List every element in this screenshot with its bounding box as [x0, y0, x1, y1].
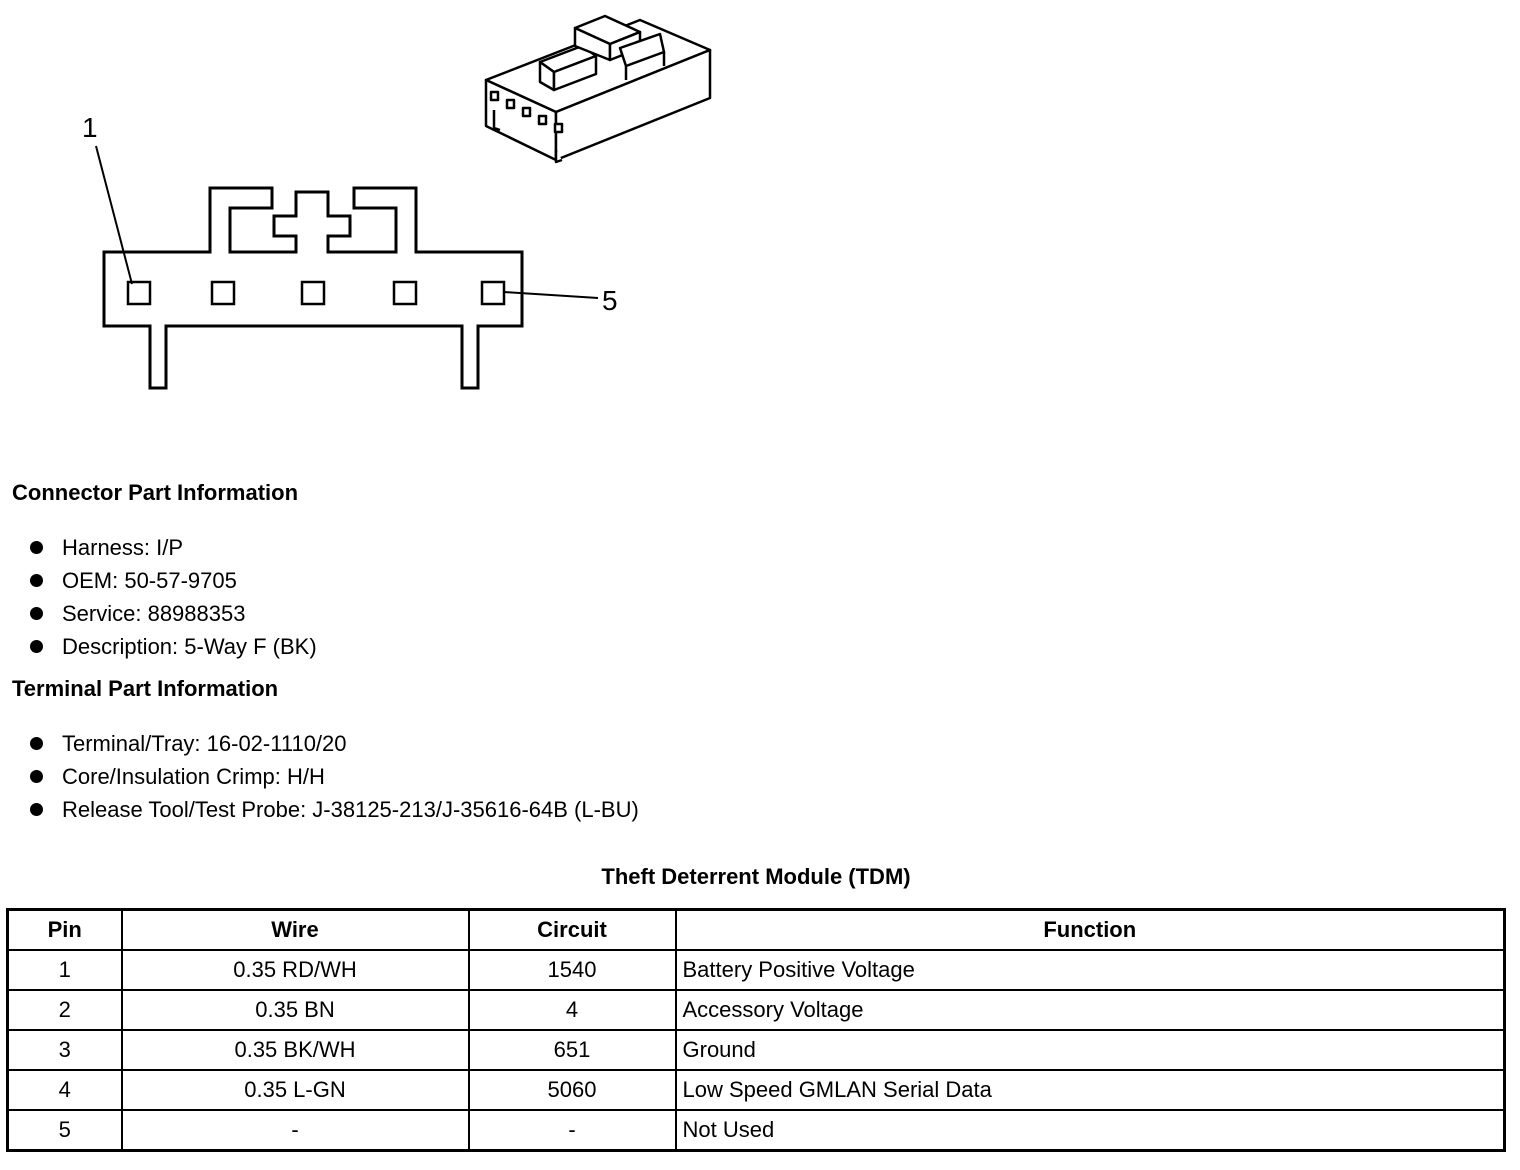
cavity-3	[300, 280, 326, 306]
bullet-icon	[30, 574, 43, 587]
cell-circuit: 5060	[467, 1069, 677, 1111]
connector-face	[102, 186, 524, 390]
cell-circuit: 651	[467, 1029, 677, 1071]
callout-label-pin-1: 1	[82, 112, 98, 143]
connector-part-info-heading: Connector Part Information	[12, 480, 299, 505]
cell-function: Low Speed GMLAN Serial Data	[674, 1069, 1506, 1111]
list-item: OEM: 50-57-9705	[30, 564, 317, 597]
terminal-cavities	[126, 280, 506, 306]
connector-diagram: 1 5	[82, 14, 712, 390]
cell-pin: 3	[6, 1029, 123, 1071]
cell-wire: -	[120, 1109, 470, 1152]
list-item: Harness: I/P	[30, 531, 317, 564]
list-item: Terminal/Tray: 16-02-1110/20	[30, 727, 639, 760]
cell-pin: 2	[6, 989, 123, 1031]
cell-function: Not Used	[674, 1109, 1506, 1152]
cell-pin: 5	[6, 1109, 123, 1152]
cell-circuit: 4	[467, 989, 677, 1031]
header-wire: Wire	[120, 908, 470, 951]
table-row: 3 0.35 BK/WH 651 Ground	[6, 1029, 1506, 1071]
bullet-icon	[30, 607, 43, 620]
callout-label-pin-5: 5	[602, 285, 618, 316]
table-row: 5 - - Not Used	[6, 1109, 1506, 1152]
callout-line-pin-5	[503, 291, 599, 299]
cell-wire: 0.35 BK/WH	[120, 1029, 470, 1071]
table-title: Theft Deterrent Module (TDM)	[601, 864, 911, 889]
connector-3d-illustration	[484, 14, 712, 164]
cell-function: Battery Positive Voltage	[674, 949, 1506, 991]
bullet-icon	[30, 541, 43, 554]
cell-circuit: -	[467, 1109, 677, 1152]
list-item: Core/Insulation Crimp: H/H	[30, 760, 639, 793]
bullet-icon	[30, 737, 43, 750]
header-pin: Pin	[6, 908, 123, 951]
bullet-icon	[30, 803, 43, 816]
cell-pin: 1	[6, 949, 123, 991]
list-item: Service: 88988353	[30, 597, 317, 630]
bullet-icon	[30, 770, 43, 783]
cavity-4	[392, 280, 418, 306]
cell-circuit: 1540	[467, 949, 677, 991]
cell-wire: 0.35 RD/WH	[120, 949, 470, 991]
bullet-icon	[30, 640, 43, 653]
table-header-row: Pin Wire Circuit Function	[6, 908, 1506, 951]
cell-pin: 4	[6, 1069, 123, 1111]
table-row: 1 0.35 RD/WH 1540 Battery Positive Volta…	[6, 949, 1506, 991]
table-row: 2 0.35 BN 4 Accessory Voltage	[6, 989, 1506, 1031]
terminal-part-info-list: Terminal/Tray: 16-02-1110/20 Core/Insula…	[30, 727, 639, 826]
cavity-5	[480, 280, 506, 306]
terminal-part-info-heading: Terminal Part Information	[12, 676, 279, 701]
cavity-1	[126, 280, 152, 306]
cell-wire: 0.35 L-GN	[120, 1069, 470, 1111]
callout-line-pin-1	[95, 145, 133, 285]
cavity-2	[210, 280, 236, 306]
list-item: Description: 5-Way F (BK)	[30, 630, 317, 663]
header-circuit: Circuit	[467, 908, 677, 951]
cell-wire: 0.35 BN	[120, 989, 470, 1031]
header-function: Function	[674, 908, 1506, 951]
cell-function: Ground	[674, 1029, 1506, 1071]
list-item: Release Tool/Test Probe: J-38125-213/J-3…	[30, 793, 639, 826]
cell-function: Accessory Voltage	[674, 989, 1506, 1031]
pinout-table: Pin Wire Circuit Function 1 0.35 RD/WH 1…	[6, 908, 1506, 1152]
connector-part-info-list: Harness: I/P OEM: 50-57-9705 Service: 88…	[30, 531, 317, 663]
table-row: 4 0.35 L-GN 5060 Low Speed GMLAN Serial …	[6, 1069, 1506, 1111]
